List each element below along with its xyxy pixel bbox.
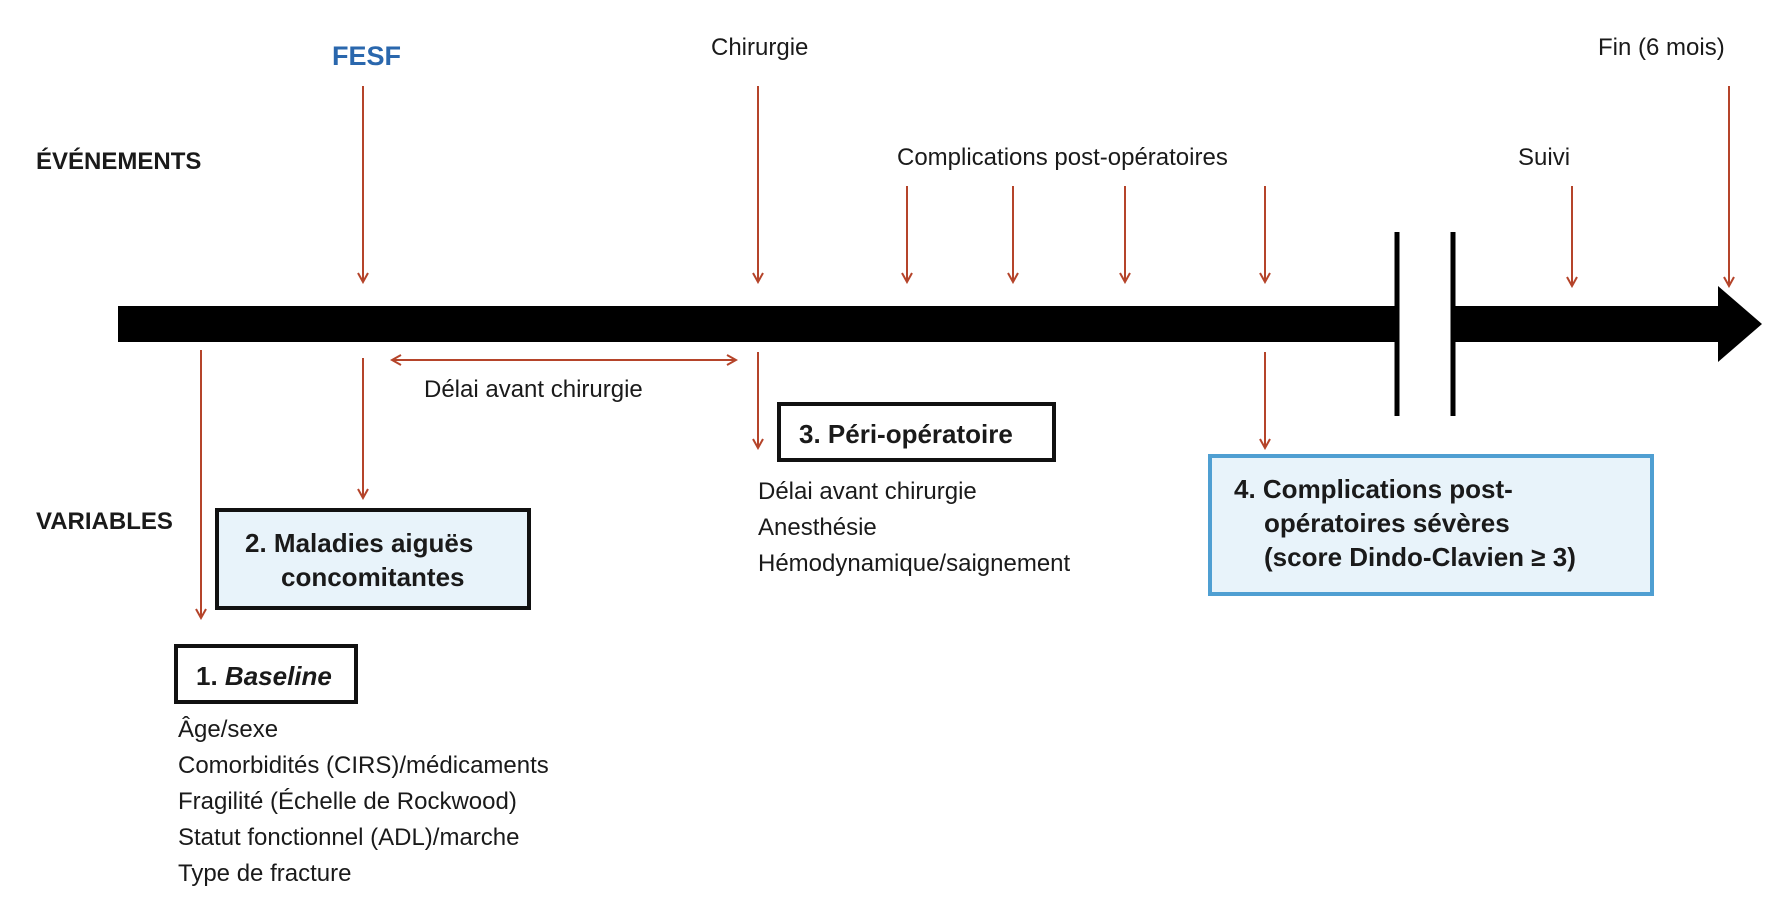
delay-label: Délai avant chirurgie bbox=[424, 376, 643, 403]
box-baseline-number: 1. bbox=[196, 661, 218, 691]
list-baseline: Âge/sexe Comorbidités (CIRS)/médicaments… bbox=[178, 712, 549, 892]
box-complications-line3: (score Dindo-Clavien ≥ 3) bbox=[1264, 542, 1576, 572]
event-label-postop-complications: Complications post-opératoires bbox=[897, 144, 1228, 171]
box-acute-line2: concomitantes bbox=[281, 562, 465, 592]
box-acute-line1: 2. Maladies aiguës bbox=[245, 528, 474, 558]
timeline-arrowhead bbox=[1718, 286, 1762, 362]
list-item: Anesthésie bbox=[758, 514, 877, 541]
box-complications-line2: opératoires sévères bbox=[1264, 508, 1510, 538]
box-complications-line1: 4. Complications post- bbox=[1234, 474, 1513, 504]
list-periop: Délai avant chirurgie Anesthésie Hémodyn… bbox=[758, 474, 1070, 582]
box-periop: 3. Péri-opératoire bbox=[777, 402, 1056, 462]
row-label-events: ÉVÉNEMENTS bbox=[36, 148, 202, 175]
box-baseline-title: Baseline bbox=[224, 661, 332, 691]
event-label-fesf: FESF bbox=[332, 41, 402, 71]
event-label-surgery: Chirurgie bbox=[711, 34, 809, 61]
row-label-variables: VARIABLES bbox=[36, 508, 173, 535]
timeline-break-gap bbox=[1396, 296, 1454, 352]
event-label-end: Fin (6 mois) bbox=[1598, 34, 1725, 61]
list-item: Âge/sexe bbox=[178, 716, 279, 743]
box-severe-complications: 4. Complications post- opératoires sévèr… bbox=[1208, 454, 1654, 596]
list-item: Fragilité (Échelle de Rockwood) bbox=[178, 788, 517, 815]
timeline-bar bbox=[118, 306, 1720, 342]
box-acute-illnesses: 2. Maladies aiguës concomitantes bbox=[215, 508, 531, 610]
list-item: Statut fonctionnel (ADL)/marche bbox=[178, 824, 520, 851]
list-item: Type de fracture bbox=[178, 860, 352, 887]
box-periop-title: 3. Péri-opératoire bbox=[799, 419, 1013, 449]
box-baseline: 1. Baseline bbox=[174, 644, 358, 704]
list-item: Comorbidités (CIRS)/médicaments bbox=[178, 752, 549, 779]
event-label-follow-up: Suivi bbox=[1518, 144, 1571, 171]
list-item: Hémodynamique/saignement bbox=[758, 550, 1071, 577]
list-item: Délai avant chirurgie bbox=[758, 478, 977, 505]
